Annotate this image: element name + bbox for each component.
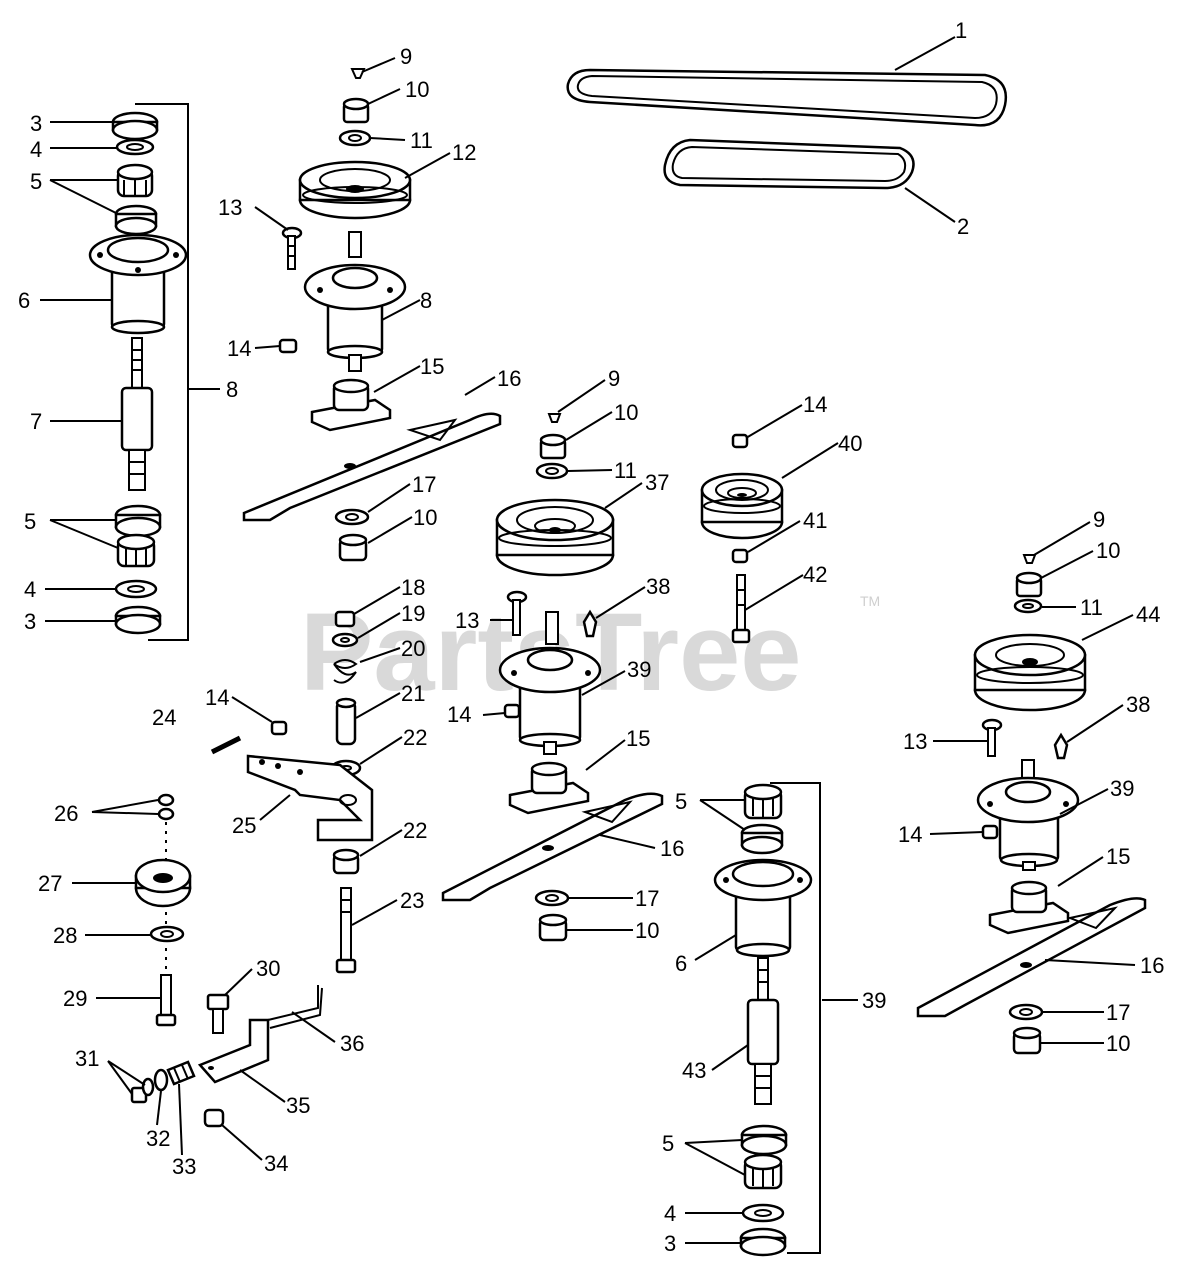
callout-8: 8 bbox=[420, 288, 432, 313]
callout-25: 25 bbox=[232, 813, 256, 838]
callout-13: 13 bbox=[903, 729, 927, 754]
callout-11: 11 bbox=[410, 128, 433, 153]
exploded-spindle-assembly bbox=[713, 782, 821, 1257]
callout-11: 11 bbox=[614, 458, 637, 483]
callout-41: 41 bbox=[803, 508, 827, 533]
callout-14: 14 bbox=[447, 702, 471, 727]
callout-2: 2 bbox=[957, 214, 969, 239]
callout-34: 34 bbox=[264, 1151, 288, 1176]
callout-9: 9 bbox=[400, 44, 412, 69]
callout-39: 39 bbox=[627, 657, 651, 682]
center-spindle-assembly bbox=[242, 68, 502, 562]
idler-arm-assembly bbox=[130, 720, 374, 1128]
callout-7: 7 bbox=[30, 409, 42, 434]
callout-20: 20 bbox=[401, 636, 425, 661]
callout-39: 39 bbox=[1110, 776, 1134, 801]
callout-labels: 1 2 3 4 5 6 7 8 5 4 3 9 10 11 12 13 8 14… bbox=[18, 18, 1164, 1256]
callout-14: 14 bbox=[227, 336, 251, 361]
callout-12: 12 bbox=[452, 140, 476, 165]
callout-9: 9 bbox=[1093, 507, 1105, 532]
callout-32: 32 bbox=[146, 1126, 170, 1151]
right-spindle-assembly bbox=[916, 554, 1147, 1055]
callout-10: 10 bbox=[614, 400, 638, 425]
callout-13: 13 bbox=[455, 608, 479, 633]
callout-10: 10 bbox=[405, 77, 429, 102]
callout-40: 40 bbox=[838, 431, 862, 456]
callout-16: 16 bbox=[497, 366, 521, 391]
callout-9: 9 bbox=[608, 366, 620, 391]
callout-18: 18 bbox=[401, 575, 425, 600]
callout-10: 10 bbox=[1106, 1031, 1130, 1056]
callout-30: 30 bbox=[256, 956, 280, 981]
callout-31: 31 bbox=[75, 1046, 99, 1071]
callout-19: 19 bbox=[401, 601, 425, 626]
callout-10: 10 bbox=[1096, 538, 1120, 563]
callout-17: 17 bbox=[1106, 1000, 1130, 1025]
callout-14: 14 bbox=[803, 392, 827, 417]
callout-28: 28 bbox=[53, 923, 77, 948]
callout-10: 10 bbox=[413, 505, 437, 530]
belt-large bbox=[566, 68, 1008, 127]
callout-29: 29 bbox=[63, 986, 87, 1011]
callout-4: 4 bbox=[664, 1201, 676, 1226]
callout-21: 21 bbox=[401, 681, 425, 706]
callout-38: 38 bbox=[646, 574, 670, 599]
callout-37: 37 bbox=[645, 470, 669, 495]
callout-5: 5 bbox=[662, 1131, 674, 1156]
callout-22: 22 bbox=[403, 725, 427, 750]
callout-1: 1 bbox=[955, 18, 967, 43]
callout-44: 44 bbox=[1136, 602, 1160, 627]
callout-15: 15 bbox=[420, 354, 444, 379]
callout-5: 5 bbox=[675, 789, 687, 814]
callout-16: 16 bbox=[1140, 953, 1164, 978]
callout-39: 39 bbox=[862, 988, 886, 1013]
callout-3: 3 bbox=[664, 1231, 676, 1256]
middle-spindle-assembly bbox=[441, 413, 664, 942]
idler-pulley-assembly bbox=[700, 433, 784, 644]
callout-15: 15 bbox=[1106, 844, 1130, 869]
callout-6: 6 bbox=[675, 951, 687, 976]
callout-22: 22 bbox=[403, 818, 427, 843]
callout-13: 13 bbox=[218, 195, 242, 220]
callout-15: 15 bbox=[626, 726, 650, 751]
belt-small bbox=[663, 138, 915, 190]
callout-23: 23 bbox=[400, 888, 424, 913]
callout-17: 17 bbox=[635, 886, 659, 911]
callout-3: 3 bbox=[24, 609, 36, 634]
callout-36: 36 bbox=[340, 1031, 364, 1056]
callout-43: 43 bbox=[682, 1058, 706, 1083]
watermark-trademark: TM bbox=[860, 593, 880, 609]
callout-27: 27 bbox=[38, 871, 62, 896]
callout-3: 3 bbox=[30, 111, 42, 136]
callout-16: 16 bbox=[660, 836, 684, 861]
callout-17: 17 bbox=[412, 472, 436, 497]
callout-42: 42 bbox=[803, 562, 827, 587]
callout-24: 24 bbox=[152, 705, 176, 730]
callout-38: 38 bbox=[1126, 692, 1150, 717]
callout-14: 14 bbox=[205, 685, 229, 710]
left-spindle-assembly bbox=[88, 103, 189, 641]
callout-11: 11 bbox=[1080, 595, 1103, 620]
callout-5: 5 bbox=[30, 169, 42, 194]
callout-33: 33 bbox=[172, 1154, 196, 1179]
callout-4: 4 bbox=[30, 137, 42, 162]
callout-35: 35 bbox=[286, 1093, 310, 1118]
leader-lines bbox=[40, 36, 1136, 1244]
callout-14: 14 bbox=[898, 822, 922, 847]
idler-stack bbox=[330, 610, 362, 974]
callout-26: 26 bbox=[54, 801, 78, 826]
callout-6: 6 bbox=[18, 288, 30, 313]
callout-8: 8 bbox=[226, 377, 238, 402]
callout-10: 10 bbox=[635, 918, 659, 943]
callout-4: 4 bbox=[24, 577, 36, 602]
callout-5: 5 bbox=[24, 509, 36, 534]
